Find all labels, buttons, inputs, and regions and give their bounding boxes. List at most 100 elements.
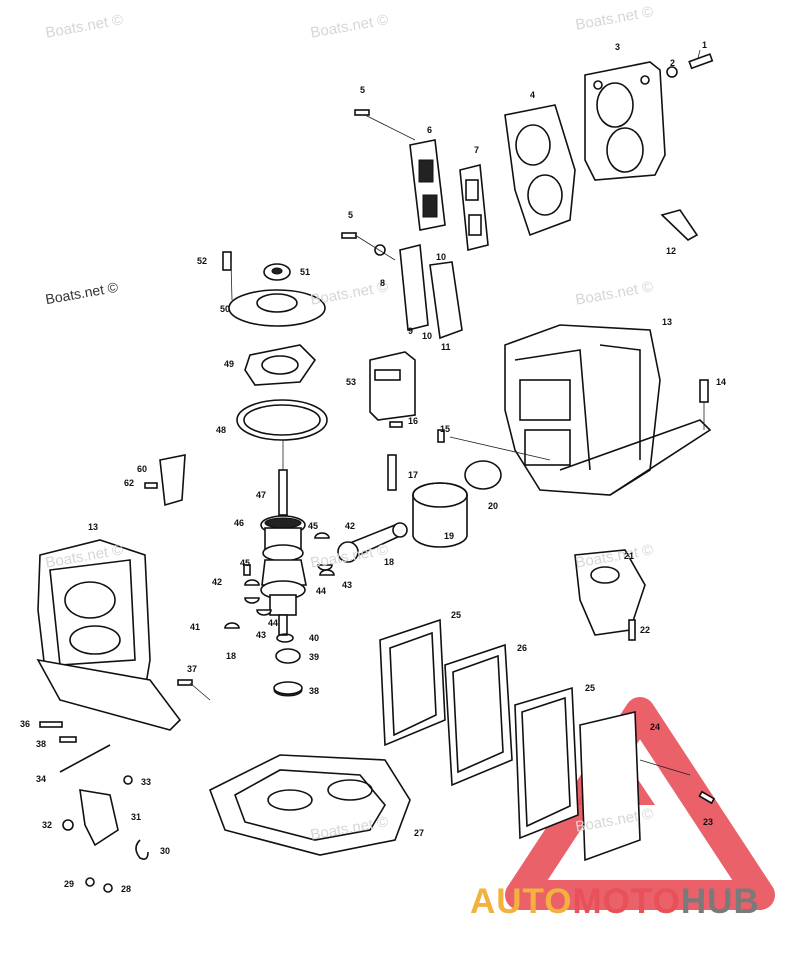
callout-label: 2	[670, 58, 676, 68]
callout-label: 34	[36, 774, 47, 784]
inner-exhaust-plate-part	[444, 643, 513, 787]
callout-label: 21	[624, 551, 635, 561]
callout-label: 45	[240, 558, 251, 568]
cable-part	[59, 744, 111, 773]
bearing-half-part	[224, 532, 335, 629]
lower-seal-part	[273, 633, 303, 697]
callout-label: 49	[224, 359, 235, 369]
callout-label: 52	[197, 256, 208, 266]
cylinder-head-cover-part	[584, 61, 666, 181]
callout-label: 40	[309, 633, 320, 643]
base-gasket-part	[208, 754, 411, 856]
callout-label: 25	[585, 683, 596, 693]
callout-label: 42	[345, 521, 356, 531]
reed-gasket-part	[459, 163, 489, 252]
callout-label: 44	[316, 586, 327, 596]
callout-label: 43	[256, 630, 267, 640]
callout-label: 31	[131, 812, 142, 822]
solenoid-module-part	[369, 351, 416, 421]
callout-label: 13	[662, 317, 673, 327]
callout-label: 10	[422, 331, 433, 341]
head-gasket-part	[504, 104, 576, 237]
callout-label: 13	[88, 522, 99, 532]
callout-label: 3	[615, 42, 621, 52]
callout-label: 50	[220, 304, 231, 314]
callout-label: 48	[216, 425, 227, 435]
callout-label: 16	[408, 416, 419, 426]
cover-gasket-part	[379, 618, 446, 747]
callout-label: 5	[360, 85, 366, 95]
callout-label: 42	[212, 577, 223, 587]
piston-ring-part	[464, 460, 502, 490]
callout-label: 33	[141, 777, 152, 787]
callout-label: 12	[666, 246, 677, 256]
callout-label: 18	[384, 557, 395, 567]
linkage-bracket-part	[144, 454, 186, 507]
callout-label: 17	[408, 470, 419, 480]
crankcase-part	[36, 539, 182, 731]
callout-label: 28	[121, 884, 132, 894]
piston-part	[412, 482, 468, 548]
screw-part	[39, 679, 193, 743]
callout-label: 62	[124, 478, 135, 488]
callout-label: 47	[256, 490, 267, 500]
exhaust-cover-plate-part	[579, 710, 641, 862]
callout-label: 11	[441, 342, 451, 352]
callout-label: 18	[226, 651, 237, 661]
automotohub-watermark: AUTOMOTOHUB	[470, 882, 760, 922]
callout-label: 8	[380, 278, 386, 288]
bolt-part	[666, 53, 714, 78]
callout-label: 22	[640, 625, 651, 635]
bracket-part	[62, 775, 133, 847]
callout-label: 9	[408, 326, 414, 336]
exhaust-cover-part	[574, 549, 646, 641]
callout-label: 26	[517, 643, 528, 653]
callout-label: 30	[160, 846, 171, 856]
screw-part	[698, 790, 716, 805]
callout-label: 23	[703, 817, 714, 827]
brand-part-moto: MOTO	[572, 882, 681, 921]
reed-stop-part	[374, 243, 463, 340]
callout-label: 24	[650, 722, 661, 732]
gasket-part	[244, 344, 317, 386]
callout-label: 39	[309, 652, 320, 662]
callout-label: 25	[451, 610, 462, 620]
reed-plate-part	[409, 139, 446, 231]
callout-label: 43	[342, 580, 353, 590]
callout-label: 51	[300, 267, 311, 277]
clip-part	[85, 839, 149, 893]
callout-label: 29	[64, 879, 75, 889]
callout-label: 19	[444, 531, 455, 541]
callout-label: 14	[716, 377, 727, 387]
screw-part	[699, 379, 709, 403]
callout-label: 37	[187, 664, 198, 674]
brand-part-hub: HUB	[680, 882, 760, 921]
callout-label: 38	[36, 739, 47, 749]
screw-part	[341, 109, 370, 239]
callout-label: 4	[530, 90, 536, 100]
brand-part-auto: AUTO	[470, 882, 573, 921]
crankcase-part	[504, 324, 712, 496]
callout-label: 27	[414, 828, 425, 838]
pin-part	[387, 421, 445, 491]
connecting-rod-part	[337, 522, 408, 563]
callout-label: 6	[427, 125, 433, 135]
callout-label: 38	[309, 686, 320, 696]
callout-label: 45	[308, 521, 319, 531]
callout-label: 36	[20, 719, 31, 729]
callout-label: 10	[436, 252, 447, 262]
callout-label: 53	[346, 377, 357, 387]
callout-label: 5	[348, 210, 354, 220]
bearing-housing-part	[222, 251, 326, 327]
callout-label: 44	[268, 618, 279, 628]
callout-label: 15	[440, 424, 451, 434]
callout-label: 1	[702, 40, 708, 50]
callout-label: 20	[488, 501, 499, 511]
crankshaft-part	[260, 469, 307, 636]
callout-label: 7	[474, 145, 480, 155]
callout-label: 46	[234, 518, 245, 528]
callout-label: 32	[42, 820, 53, 830]
leader-lines	[189, 49, 705, 776]
seal-ring-part	[236, 399, 328, 441]
